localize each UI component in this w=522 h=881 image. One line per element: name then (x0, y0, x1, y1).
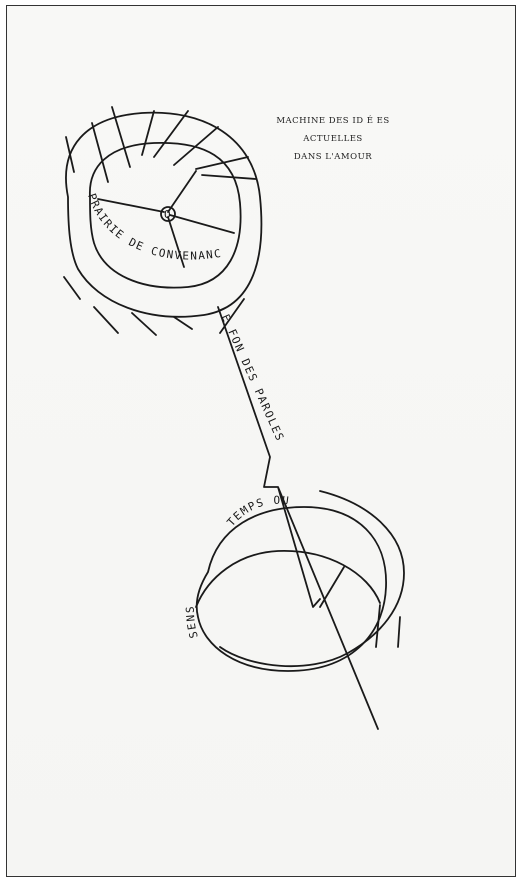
connector-label: LE FON DES PAROLES (215, 305, 287, 444)
diagram-drawing: O PRAIRIE DE CONVENANCE LE FON DES PAROL… (8, 7, 516, 877)
lower-ring-top-label: TEMPS OU (225, 494, 291, 529)
lower-ring-bottom-label: SENS (184, 605, 201, 640)
upper-hatch-marks (64, 107, 256, 335)
upper-ring-label: PRAIRIE DE CONVENANCE (8, 7, 223, 263)
upper-center-mark: O (164, 208, 172, 221)
lower-hatch-marks (320, 567, 400, 647)
diagram-page: MACHINE DES ID É ES ACTUELLES DANS L'AMO… (8, 7, 514, 875)
page-frame: MACHINE DES ID É ES ACTUELLES DANS L'AMO… (6, 5, 516, 877)
